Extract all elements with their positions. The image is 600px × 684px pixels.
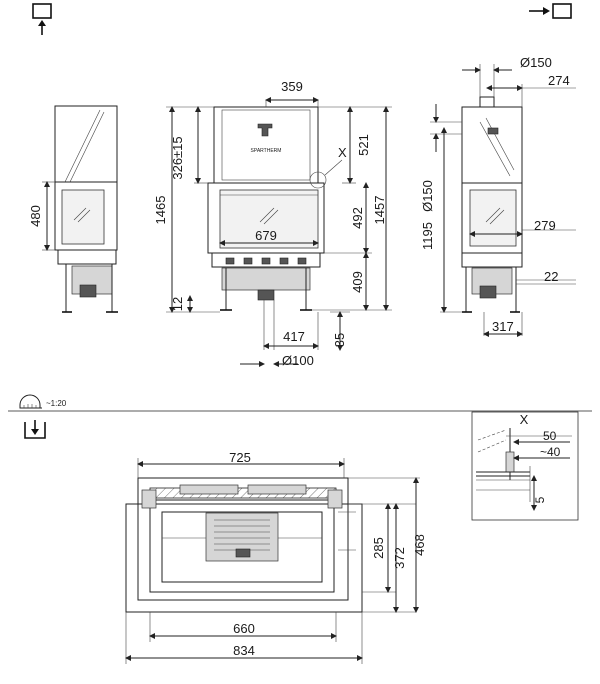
detail-dim-50: 50 — [543, 429, 557, 443]
dim-480: 480 — [28, 205, 43, 227]
dim-417: 417 — [283, 329, 305, 344]
detail-x-label: X — [520, 412, 529, 427]
detail-x-view — [476, 428, 572, 502]
dim-660: 660 — [233, 621, 255, 636]
spartherm-logo — [257, 123, 273, 137]
dim-409: 409 — [350, 271, 365, 293]
plan-view — [125, 477, 363, 613]
dim-725: 725 — [229, 450, 251, 465]
dim-22: 22 — [544, 269, 558, 284]
dim-d100: Ø100 — [282, 353, 314, 368]
plan-view-icon — [24, 420, 46, 439]
right-side-view — [461, 96, 523, 313]
scale-ruler-icon — [19, 394, 42, 409]
dim-279: 279 — [534, 218, 556, 233]
dim-1457: 1457 — [372, 196, 387, 225]
dim-285: 285 — [371, 537, 386, 559]
dim-317: 317 — [492, 319, 514, 334]
left-side-view — [42, 105, 118, 313]
dim-274: 274 — [548, 73, 570, 88]
detail-marker-x: X — [338, 145, 347, 160]
dim-521: 521 — [356, 134, 371, 156]
detail-dim-40: ~40 — [540, 445, 561, 459]
brand-label: SPARTHERM — [251, 148, 282, 154]
dim-834: 834 — [233, 643, 255, 658]
dim-12: 12 — [170, 297, 185, 311]
dim-d150-top: Ø150 — [520, 55, 552, 70]
dim-492: 492 — [350, 207, 365, 229]
front-view: SPARTHERM — [207, 106, 343, 311]
dim-679: 679 — [255, 228, 277, 243]
detail-dim-5: 5 — [533, 496, 547, 503]
dim-d150-side: Ø150 — [420, 180, 435, 212]
dim-1465: 1465 — [153, 196, 168, 225]
dim-468: 468 — [412, 534, 427, 556]
view-from-below-arrow-icon — [32, 3, 52, 35]
detail-x-frame — [471, 411, 579, 521]
view-from-side-arrow-icon — [529, 3, 572, 19]
scale-label: ~1:20 — [46, 399, 67, 408]
dim-1195: 1195 — [420, 222, 435, 250]
dim-372: 372 — [392, 547, 407, 569]
dim-35: 35 — [332, 333, 347, 347]
dim-359: 359 — [281, 79, 303, 94]
